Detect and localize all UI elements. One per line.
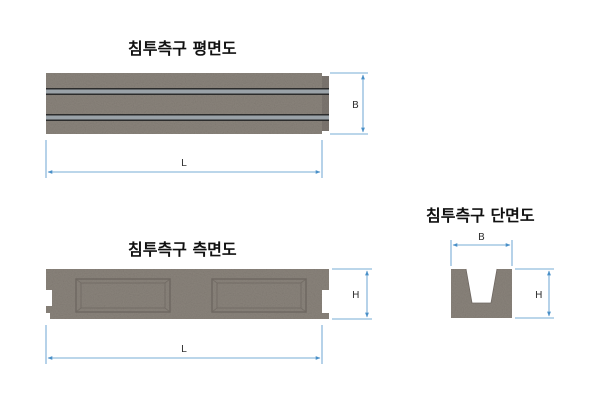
plan-view-lower-stripe	[46, 115, 329, 120]
side-length-dimension: L	[45, 325, 323, 364]
plan-view-title: 침투측구 평면도	[128, 39, 237, 58]
side-height-dimension: H	[332, 268, 372, 320]
cross-height-dimension: H	[515, 268, 554, 319]
plan-width-dimension: B	[330, 72, 368, 135]
cross-width-dimension: B	[450, 232, 513, 266]
plan-view-upper-stripe	[46, 89, 329, 94]
plan-view-end-cap	[322, 76, 329, 131]
plan-length-label: L	[181, 158, 187, 169]
plan-view	[46, 73, 329, 134]
side-length-label: L	[181, 344, 187, 355]
side-view-right-panel	[211, 278, 307, 313]
cross-section-channel-edge	[465, 268, 498, 304]
side-height-label: H	[352, 290, 360, 301]
cross-section	[451, 268, 512, 318]
side-view-body	[46, 269, 329, 319]
side-view-title: 침투측구 측면도	[128, 240, 237, 259]
side-view	[46, 269, 329, 319]
cross-width-label: B	[478, 232, 485, 243]
plan-width-label: B	[352, 100, 359, 111]
cross-section-body	[451, 269, 512, 318]
plan-view-body	[46, 73, 322, 134]
plan-length-dimension: L	[45, 140, 323, 178]
side-view-left-panel	[75, 278, 171, 313]
cross-height-label: H	[535, 290, 543, 301]
cross-section-title: 침투측구 단면도	[426, 206, 535, 225]
